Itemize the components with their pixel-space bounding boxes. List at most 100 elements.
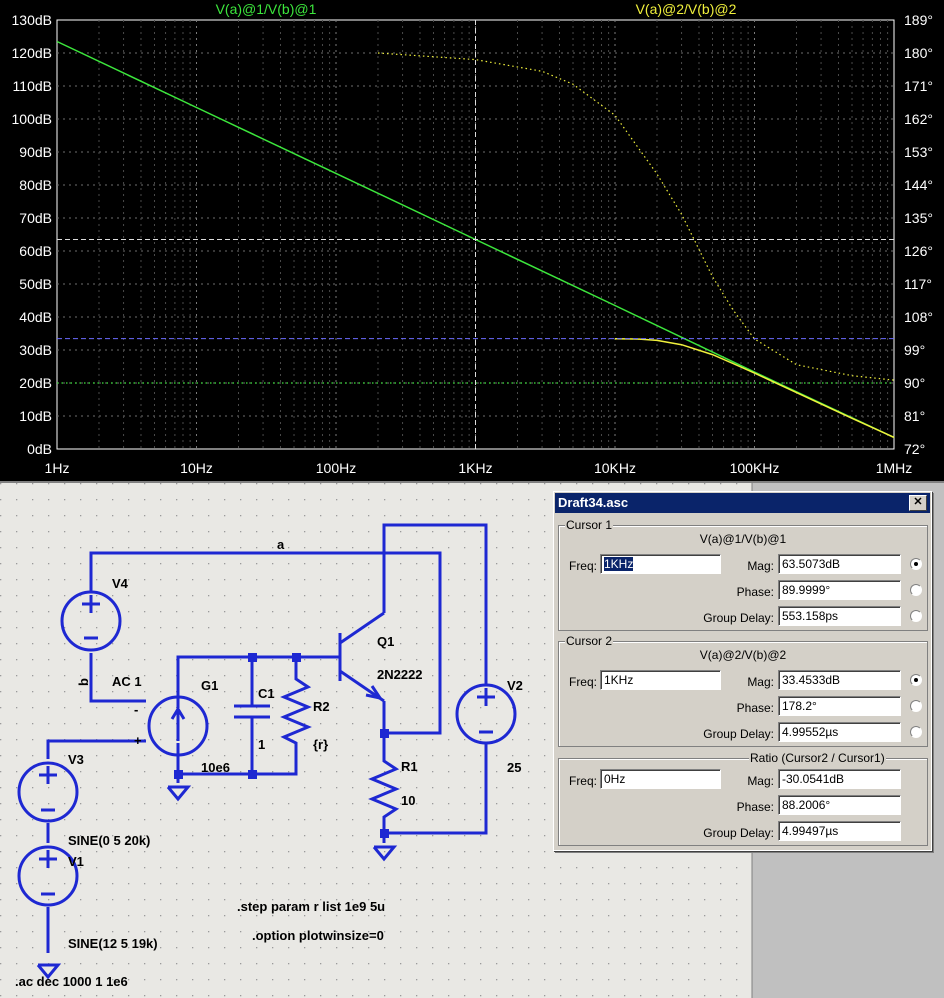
left-axis-tick-label: 10dB bbox=[19, 408, 52, 424]
x-axis-tick-label: 100Hz bbox=[316, 460, 356, 476]
ratio-freq-field[interactable]: 0Hz bbox=[600, 769, 721, 789]
right-axis-tick-label: 144° bbox=[904, 177, 933, 193]
c1-label: C1 bbox=[258, 686, 275, 701]
cursor1-mag-field[interactable]: 63.5073dB bbox=[778, 554, 901, 574]
close-icon: ✕ bbox=[913, 496, 923, 508]
cursor2-phase-field[interactable]: 178.2° bbox=[778, 696, 901, 716]
r2-value: {r} bbox=[313, 737, 328, 752]
c1-value: 1 bbox=[258, 737, 265, 752]
cursor1-group-delay-field[interactable]: 553.158ps bbox=[778, 606, 901, 626]
right-axis-tick-label: 135° bbox=[904, 210, 933, 226]
cursor2-mag-radio[interactable] bbox=[910, 674, 922, 686]
ratio-phase-field[interactable]: 88.2006° bbox=[778, 795, 901, 815]
cursor1-title: Cursor 1 bbox=[565, 518, 614, 532]
cursor1-phase-radio[interactable] bbox=[910, 584, 922, 596]
v4-label: V4 bbox=[112, 576, 129, 591]
cursor2-group-delay-label: Group Delay: bbox=[703, 727, 774, 741]
left-axis-tick-label: 90dB bbox=[19, 144, 52, 160]
cursor2-group-delay-field[interactable]: 4.99552µs bbox=[778, 722, 901, 742]
cursor-dialog[interactable]: Draft34.asc ✕ Cursor 1 V(a)@1/V(b)@1 Fre… bbox=[553, 491, 932, 851]
ratio-group-delay-label: Group Delay: bbox=[703, 826, 774, 840]
r1-resistor[interactable] bbox=[368, 753, 400, 821]
cursor2-group-delay-radio[interactable] bbox=[910, 726, 922, 738]
left-axis-tick-label: 80dB bbox=[19, 177, 52, 193]
left-axis-tick-label: 70dB bbox=[19, 210, 52, 226]
bode-plot[interactable]: V(a)@1/V(b)@1 V(a)@2/V(b)@2 130dB 120dB 11… bbox=[0, 0, 944, 481]
cursor2-phase-radio[interactable] bbox=[910, 700, 922, 712]
x-axis-tick-label: 100KHz bbox=[730, 460, 780, 476]
right-axis-tick-label: 108° bbox=[904, 309, 933, 325]
r2-resistor[interactable] bbox=[280, 671, 312, 747]
cursor2-group: Cursor 2 V(a)@2/V(b)@2 Freq: 1KHz Mag: 3… bbox=[558, 634, 928, 747]
v2-value: 25 bbox=[507, 760, 521, 775]
q1-label: Q1 bbox=[377, 634, 394, 649]
g1-label: G1 bbox=[201, 678, 218, 693]
g1-minus-sign: - bbox=[134, 702, 138, 717]
left-axis-tick-label: 120dB bbox=[12, 45, 52, 61]
cursor1-group-delay-radio[interactable] bbox=[910, 610, 922, 622]
cursor1-phase-label: Phase: bbox=[736, 585, 774, 599]
right-axis-tick-label: 126° bbox=[904, 243, 933, 259]
g1-value: 10e6 bbox=[201, 760, 230, 775]
v1-voltage-source[interactable] bbox=[17, 845, 79, 907]
v3-label: V3 bbox=[68, 752, 84, 767]
right-axis-tick-label: 180° bbox=[904, 45, 933, 61]
cursor1-phase-field[interactable]: 89.9999° bbox=[778, 580, 901, 600]
cursor1-mag-radio[interactable] bbox=[910, 558, 922, 570]
dialog-title-bar[interactable]: Draft34.asc ✕ bbox=[555, 493, 930, 513]
v3-voltage-source[interactable] bbox=[17, 761, 79, 823]
ac-directive[interactable]: .ac dec 1000 1 1e6 bbox=[15, 974, 128, 989]
v1-label: V1 bbox=[68, 854, 84, 869]
cursor1-freq-label: Freq: bbox=[568, 559, 597, 573]
q1-model: 2N2222 bbox=[377, 667, 423, 682]
r2-label: R2 bbox=[313, 699, 330, 714]
cursor1-group: Cursor 1 V(a)@1/V(b)@1 Freq: 1KHz Mag: 6… bbox=[558, 518, 928, 631]
v2-label: V2 bbox=[507, 678, 523, 693]
v4-voltage-source[interactable] bbox=[60, 557, 122, 652]
step-directive[interactable]: .step param r list 1e9 5u bbox=[237, 899, 385, 914]
cursor2-mag-field[interactable]: 33.4533dB bbox=[778, 670, 901, 690]
right-axis-tick-label: 162° bbox=[904, 111, 933, 127]
cursor1-group-delay-label: Group Delay: bbox=[703, 611, 774, 625]
left-axis-tick-label: 130dB bbox=[12, 12, 52, 28]
option-directive[interactable]: .option plotwinsize=0 bbox=[252, 928, 384, 943]
trace-label-1[interactable]: V(a)@1/V(b)@1 bbox=[216, 1, 317, 17]
left-axis-tick-label: 50dB bbox=[19, 276, 52, 292]
ratio-mag-field[interactable]: -30.0541dB bbox=[778, 769, 901, 789]
waveform-plot-pane[interactable]: V(a)@1/V(b)@1 V(a)@2/V(b)@2 130dB 120dB 11… bbox=[0, 0, 944, 481]
c1-capacitor[interactable] bbox=[234, 694, 270, 729]
ratio-title: Ratio (Cursor2 / Cursor1) bbox=[749, 751, 886, 765]
cursor1-expression: V(a)@1/V(b)@1 bbox=[699, 532, 787, 546]
trace-label-2[interactable]: V(a)@2/V(b)@2 bbox=[636, 1, 737, 17]
cursor1-freq-input[interactable]: 1KHz bbox=[600, 554, 721, 574]
ratio-group: Ratio (Cursor2 / Cursor1) Freq: 0Hz Mag:… bbox=[558, 751, 928, 846]
v2-voltage-source[interactable] bbox=[455, 683, 517, 745]
ratio-phase-label: Phase: bbox=[736, 800, 774, 814]
q1-transistor[interactable] bbox=[338, 611, 386, 733]
wires bbox=[46, 523, 488, 953]
close-button[interactable]: ✕ bbox=[909, 495, 927, 511]
x-axis-tick-label: 10Hz bbox=[180, 460, 213, 476]
x-axis-tick-label: 1KHz bbox=[458, 460, 492, 476]
cursor2-mag-label: Mag: bbox=[747, 675, 774, 689]
junction-dots bbox=[174, 653, 389, 838]
net-label-a: a bbox=[277, 537, 285, 552]
cursor2-freq-label: Freq: bbox=[568, 675, 597, 689]
right-axis-tick-label: 99° bbox=[904, 342, 925, 358]
phase-trace bbox=[377, 52, 895, 381]
cursor2-freq-input[interactable]: 1KHz bbox=[600, 670, 721, 690]
x-axis-tick-label: 10KHz bbox=[594, 460, 636, 476]
net-label-b: b bbox=[76, 678, 91, 686]
g1-plus-sign: + bbox=[134, 733, 142, 748]
right-axis-tick-label: 171° bbox=[904, 78, 933, 94]
ratio-group-delay-field[interactable]: 4.99497µs bbox=[778, 821, 901, 841]
ac-label: AC 1 bbox=[112, 674, 142, 689]
cursor2-expression: V(a)@2/V(b)@2 bbox=[699, 648, 787, 662]
left-axis-tick-label: 110dB bbox=[13, 78, 52, 94]
left-axis-tick-label: 100dB bbox=[12, 111, 52, 127]
v3-value: SINE(0 5 20k) bbox=[68, 833, 150, 848]
left-axis-ticks: 130dB120dB110dB100dB90dB80dB70dB60dB50dB… bbox=[12, 12, 52, 457]
right-axis-ticks: 189°180°171°162°153°144°135°126°117°108°… bbox=[904, 12, 933, 457]
g1-current-source[interactable] bbox=[147, 695, 209, 757]
